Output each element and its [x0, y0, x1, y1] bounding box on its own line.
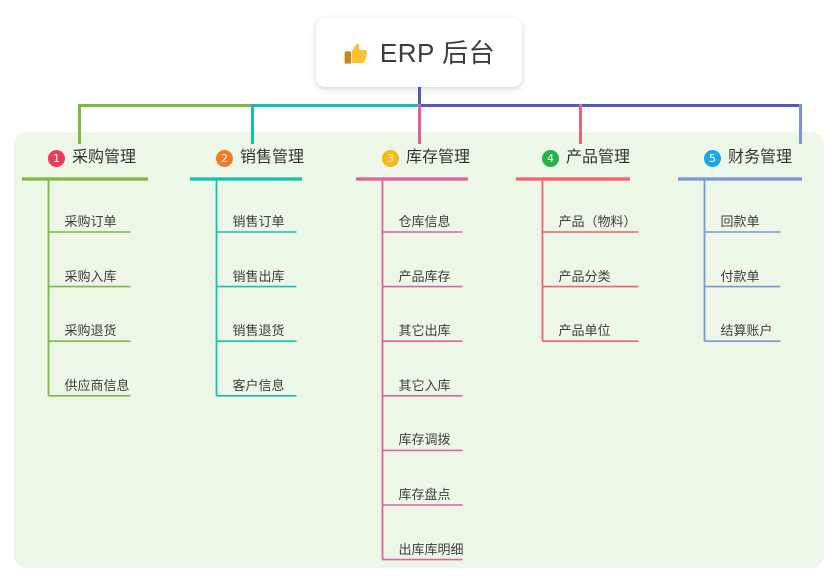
leaf-item[interactable]: 仓库信息	[398, 214, 451, 229]
branch-column-1: 1 采购管理	[34, 146, 136, 170]
branch-header-2[interactable]: 2 销售管理	[216, 146, 304, 170]
leaf-item[interactable]: 采购退货	[64, 323, 117, 339]
leaf-item[interactable]: 库存调拨	[398, 432, 451, 448]
root-node-title: ERP 后台	[379, 37, 496, 68]
thumbs-up-icon	[344, 42, 368, 64]
leaf-item[interactable]: 销售退货	[232, 323, 285, 339]
leaf-item[interactable]: 其它入库	[398, 377, 451, 393]
leaf-item[interactable]: 供应商信息	[64, 377, 130, 393]
root-node-content: ERP 后台	[343, 40, 495, 66]
branches-panel	[14, 132, 824, 568]
leaf-item[interactable]: 产品分类	[558, 268, 611, 284]
branch-column-3: 3 库存管理	[368, 146, 470, 170]
branch-column-4: 4 产品管理	[528, 146, 630, 170]
branch-number-badge-1: 1	[48, 149, 65, 167]
leaf-item[interactable]: 回款单	[720, 214, 760, 229]
branch-column-2: 2 销售管理	[202, 146, 304, 170]
leaf-item[interactable]: 销售订单	[232, 214, 285, 229]
leaf-item[interactable]: 采购订单	[64, 214, 117, 229]
leaf-item[interactable]: 产品单位	[558, 323, 611, 339]
branch-title-3: 库存管理	[406, 149, 471, 166]
branch-header-1[interactable]: 1 采购管理	[48, 146, 136, 170]
branch-number-badge-3: 3	[382, 149, 399, 167]
branch-title-2: 销售管理	[240, 149, 305, 166]
leaf-item[interactable]: 采购入库	[64, 268, 117, 284]
branch-title-5: 财务管理	[728, 149, 793, 166]
branch-title-4: 产品管理	[566, 149, 631, 166]
root-node[interactable]: ERP 后台	[316, 18, 522, 87]
branch-header-4[interactable]: 4 产品管理	[542, 146, 630, 170]
leaf-item[interactable]: 产品（物料）	[558, 214, 637, 229]
branch-number-badge-5: 5	[704, 149, 721, 167]
branch-column-5: 5 财务管理	[690, 146, 792, 170]
branch-header-3[interactable]: 3 库存管理	[382, 146, 470, 170]
branch-title-1: 采购管理	[72, 149, 137, 166]
leaf-item[interactable]: 出库库明细	[398, 541, 464, 557]
leaf-item[interactable]: 销售出库	[232, 268, 285, 284]
leaf-item[interactable]: 产品库存	[398, 268, 451, 284]
leaf-item[interactable]: 结算账户	[720, 323, 773, 339]
branch-number-badge-4: 4	[542, 149, 559, 167]
leaf-item[interactable]: 客户信息	[232, 377, 285, 393]
leaf-item[interactable]: 其它出库	[398, 323, 451, 339]
leaf-item[interactable]: 付款单	[720, 268, 760, 284]
branch-number-badge-2: 2	[216, 149, 233, 167]
leaf-item[interactable]: 库存盘点	[398, 487, 451, 502]
branch-header-5[interactable]: 5 财务管理	[704, 146, 792, 170]
